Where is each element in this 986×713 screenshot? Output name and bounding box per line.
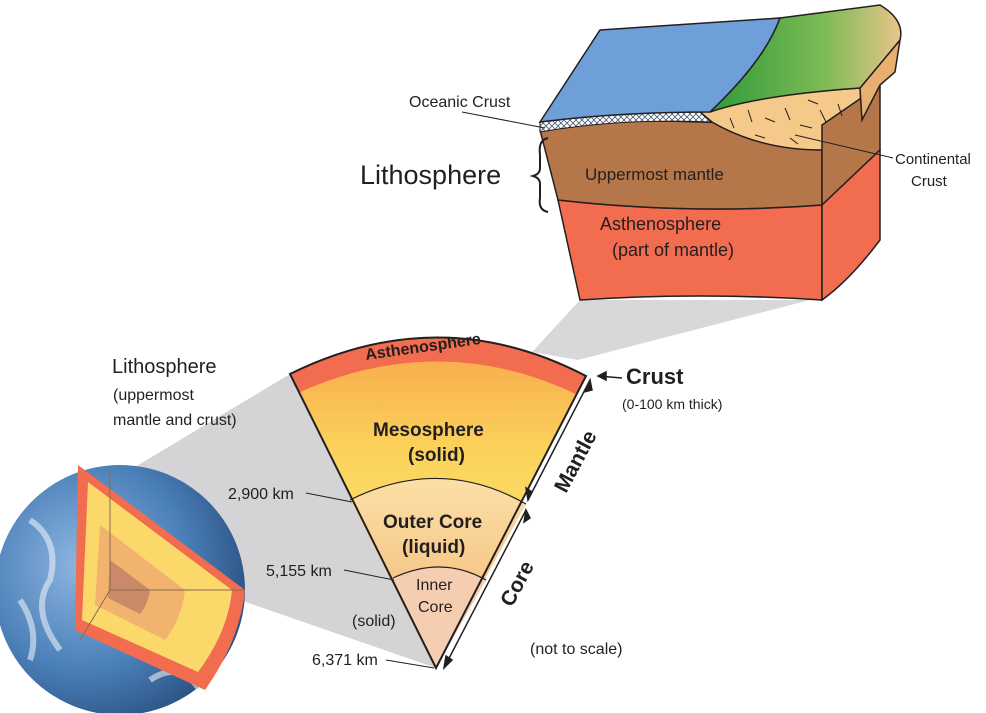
mesosphere-sublabel: (solid) [408, 445, 465, 466]
wedge-outline [288, 336, 588, 671]
lithosphere-brace [529, 137, 549, 213]
mantle-label: Mantle [550, 427, 602, 497]
continental-crust-leader [794, 134, 894, 159]
dimension-arrows [442, 370, 623, 671]
mesosphere-label: Mesosphere [373, 420, 484, 441]
lithosphere-sublabel-2: mantle and crust) [113, 412, 237, 429]
block-lithosphere-label: Lithosphere [360, 160, 501, 190]
earth-wedge [288, 336, 588, 671]
core-label: Core [496, 557, 539, 610]
block-asthenosphere-label: Asthenosphere [600, 214, 721, 234]
block-side-asthenosphere [821, 148, 881, 302]
depth-6371-leader [385, 659, 435, 669]
oceanic-crust-leader [461, 111, 546, 129]
inner-core-sublabel: Core [418, 599, 453, 616]
depth-2900-label: 2,900 km [228, 486, 294, 503]
depth-5155-label: 5,155 km [266, 563, 332, 580]
depth-6371-label: 6,371 km [312, 652, 378, 669]
not-to-scale-note: (not to scale) [530, 641, 622, 658]
continental-texture [729, 99, 843, 145]
projection-cone-lower [130, 374, 436, 668]
block-asthenosphere-sublabel: (part of mantle) [612, 240, 734, 260]
outer-core-label: Outer Core [383, 512, 482, 533]
outer-core-sublabel: (liquid) [402, 537, 465, 558]
wedge-inner-core [393, 566, 486, 668]
uppermost-mantle-label: Uppermost mantle [585, 165, 724, 184]
wedge-asthenosphere [290, 337, 586, 394]
earth-globe [0, 465, 245, 713]
continental-crust-label: Continental [895, 151, 971, 168]
crust-sublabel: (0-100 km thick) [622, 396, 722, 412]
inner-core-solid-label: (solid) [352, 613, 396, 630]
continental-crust-sublabel: Crust [911, 173, 948, 190]
crust-block [538, 4, 902, 302]
depth-5155-leader [343, 569, 395, 581]
lithosphere-label: Lithosphere [112, 356, 217, 378]
globe-cutaway-inner-core [108, 560, 150, 614]
oceanic-crust-label: Oceanic Crust [409, 94, 511, 111]
block-top-land [709, 4, 902, 113]
projection-cone-upper [532, 300, 810, 360]
depth-2900-leader [305, 492, 353, 503]
lithosphere-sublabel-1: (uppermost [113, 387, 194, 404]
inner-core-label: Inner [416, 577, 453, 594]
crust-label: Crust [626, 364, 684, 389]
